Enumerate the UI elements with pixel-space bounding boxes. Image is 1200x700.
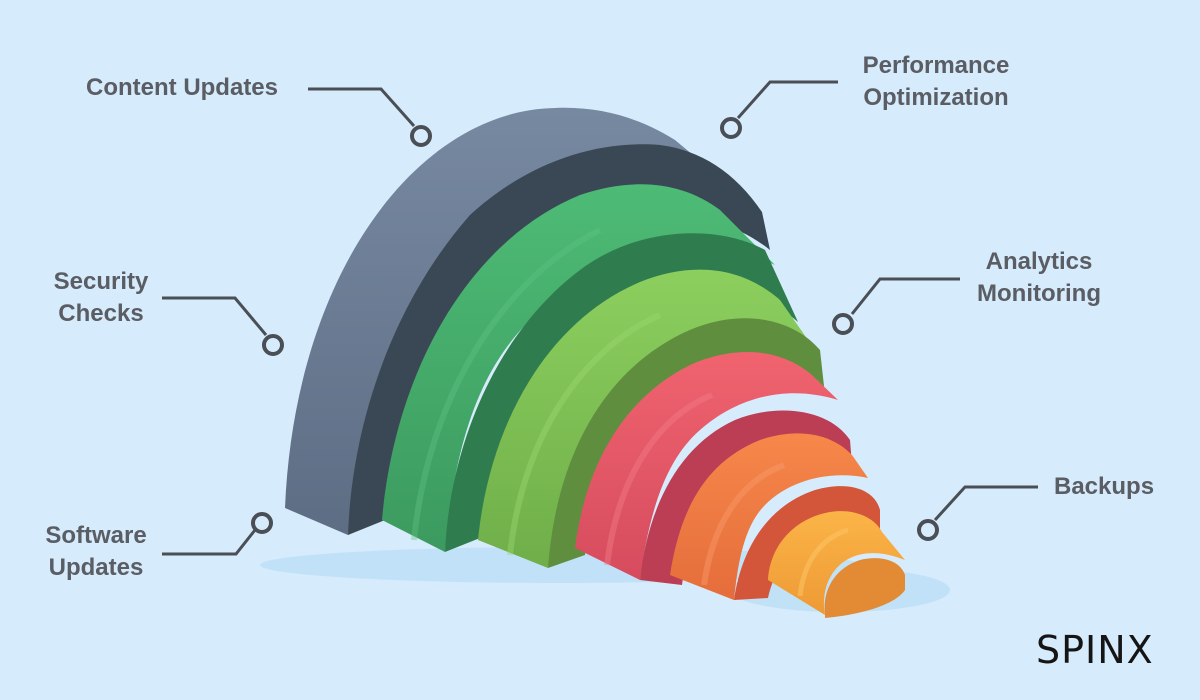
orange-stripe: [701, 462, 786, 586]
analytics-monitoring-label: Analytics Monitoring: [944, 246, 1134, 310]
connectors: [162, 80, 1038, 556]
slate-face: [285, 107, 735, 535]
content-updates-text: Content Updates: [86, 74, 278, 101]
security-checks-line-2: Checks: [58, 300, 144, 327]
analytics-monitoring-line-1: Analytics: [985, 248, 1093, 275]
software-updates-dot: [251, 512, 273, 534]
performance-connector: [736, 80, 838, 119]
performance-optimization-line-1: Performance: [862, 52, 1010, 79]
crimson-band: [640, 410, 852, 585]
pink-stripe: [604, 392, 714, 566]
lightgreen-stripe: [507, 312, 662, 556]
backups-text: Backups: [1054, 473, 1155, 500]
green-stripe: [411, 227, 602, 541]
software-updates-connector: [162, 529, 257, 556]
security-checks-dot: [262, 334, 284, 356]
performance-optimization-label: Performance Optimization: [828, 50, 1044, 114]
orange-face: [670, 433, 868, 600]
content-updates-connector: [308, 87, 416, 127]
green-face: [382, 184, 775, 553]
content-updates-layer: [285, 107, 770, 535]
connector-dots: [251, 117, 939, 541]
backups-layer: [768, 511, 905, 618]
analytics-connector: [850, 277, 960, 315]
performance-optimization-layer: [575, 352, 852, 585]
backups-label: Backups: [1054, 471, 1154, 503]
spinx-logo: SPINX: [1036, 628, 1154, 672]
security-checks-line-1: Security: [53, 268, 149, 295]
amber-stripe: [797, 527, 849, 597]
backups-connector: [933, 485, 1038, 522]
performance-optimization-line-2: Optimization: [863, 84, 1009, 111]
security-checks-connector: [162, 296, 268, 336]
analytics-dot: [832, 313, 854, 335]
pink-face: [575, 352, 838, 580]
security-checks-label: Security Checks: [36, 266, 166, 330]
software-updates-line-1: Software: [45, 522, 147, 549]
software-updates-line-2: Updates: [48, 554, 144, 581]
software-updates-label: Software Updates: [24, 520, 168, 584]
content-updates-label: Content Updates: [86, 72, 278, 104]
amber-end: [824, 558, 905, 618]
performance-dot: [720, 117, 742, 139]
slate-inner-band: [348, 144, 770, 535]
analytics-monitoring-line-2: Monitoring: [977, 280, 1101, 307]
content-updates-dot: [410, 125, 432, 147]
backups-dot: [917, 519, 939, 541]
